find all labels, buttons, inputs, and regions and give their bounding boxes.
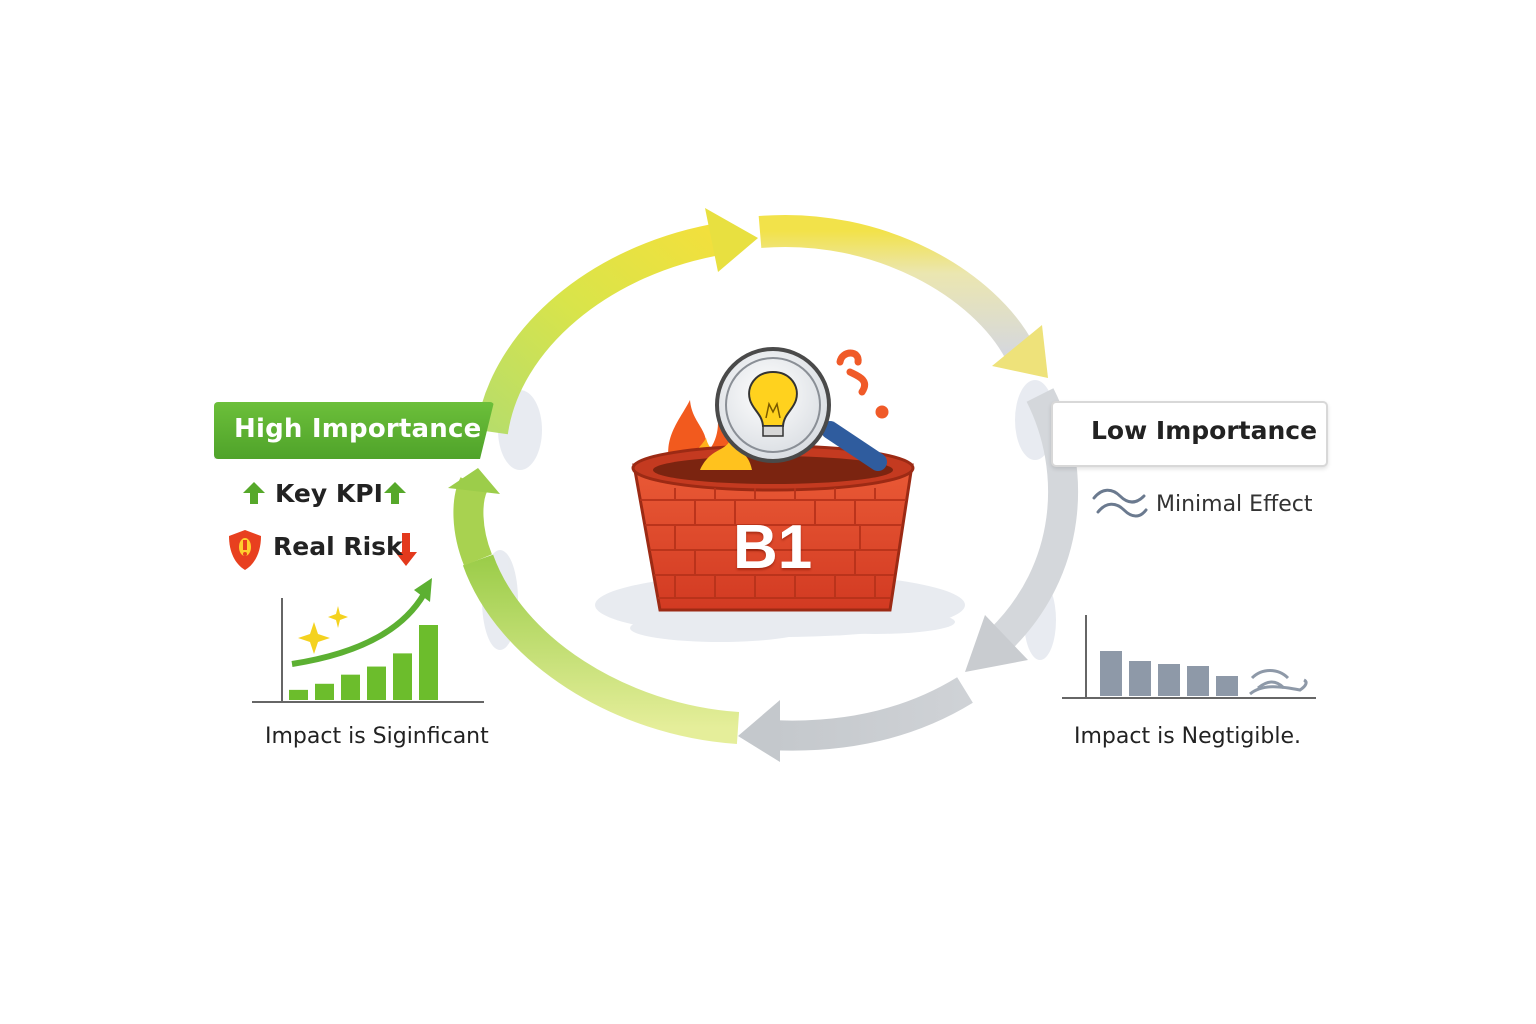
cycle-arrowhead-top-left [705,208,758,272]
right-chart-bar-3 [1158,664,1180,696]
right-chart [1062,615,1316,699]
arrow-up-icon [384,482,406,504]
left-chart-bar-3 [341,674,360,700]
cycle-arrow-top-left [476,222,728,435]
wave-icon [1092,488,1148,518]
cycle-arrows [448,208,1079,762]
arrow-up-icon [243,482,265,504]
high-importance-label: High Importance [214,402,494,459]
brick-basket-icon [631,440,915,612]
cycle-arrow-bottom [769,677,973,751]
real-risk-label: Real Risk [273,532,403,561]
cycle-arrow-left-up [453,477,493,566]
question-icon [836,349,889,419]
low-importance-label: Low Importance [1051,401,1328,467]
minimal-effect-label: Minimal Effect [1156,492,1313,517]
left-chart-bar-4 [367,666,386,700]
left-chart-bar-1 [289,689,308,700]
left-chart-bar-5 [393,653,412,700]
sparkle-icon [328,606,348,628]
cycle-arrow-top-right [758,214,1035,360]
left-chart-bar-6 [419,625,438,700]
lightbulb-icon [748,370,798,437]
b1-label: B1 [733,513,813,582]
impact-negligible-caption: Impact is Negtigible. [1074,724,1302,749]
shield-alert-icon [229,530,261,570]
magnifier-icon [715,347,887,471]
cycle-arrow-bottom-left [462,554,740,744]
cycle-arrowhead-right [992,325,1048,378]
high-importance-text: High Importance [234,414,482,444]
low-importance-text: Low Importance [1091,416,1318,445]
growth-trend-arrowhead [414,578,432,602]
left-chart-bar-2 [315,683,334,700]
arrow-down-icon [395,533,417,566]
right-chart-bar-5 [1216,676,1238,696]
sparkle-icon [298,622,330,654]
cycle-arrowhead-bottom [738,700,780,762]
impact-significant-caption: Impact is Siginficant [265,724,489,749]
cycle-arrowhead-bottom-right [965,615,1028,672]
fading-wave-icon [1249,669,1308,696]
growth-trend-arrow [291,592,427,667]
right-chart-bar-4 [1187,666,1209,696]
key-kpi-label: Key KPI [275,479,383,508]
cycle-arrowhead-left [448,468,500,494]
right-chart-bar-2 [1129,661,1151,696]
right-chart-bar-1 [1100,651,1122,696]
left-chart [252,578,484,703]
